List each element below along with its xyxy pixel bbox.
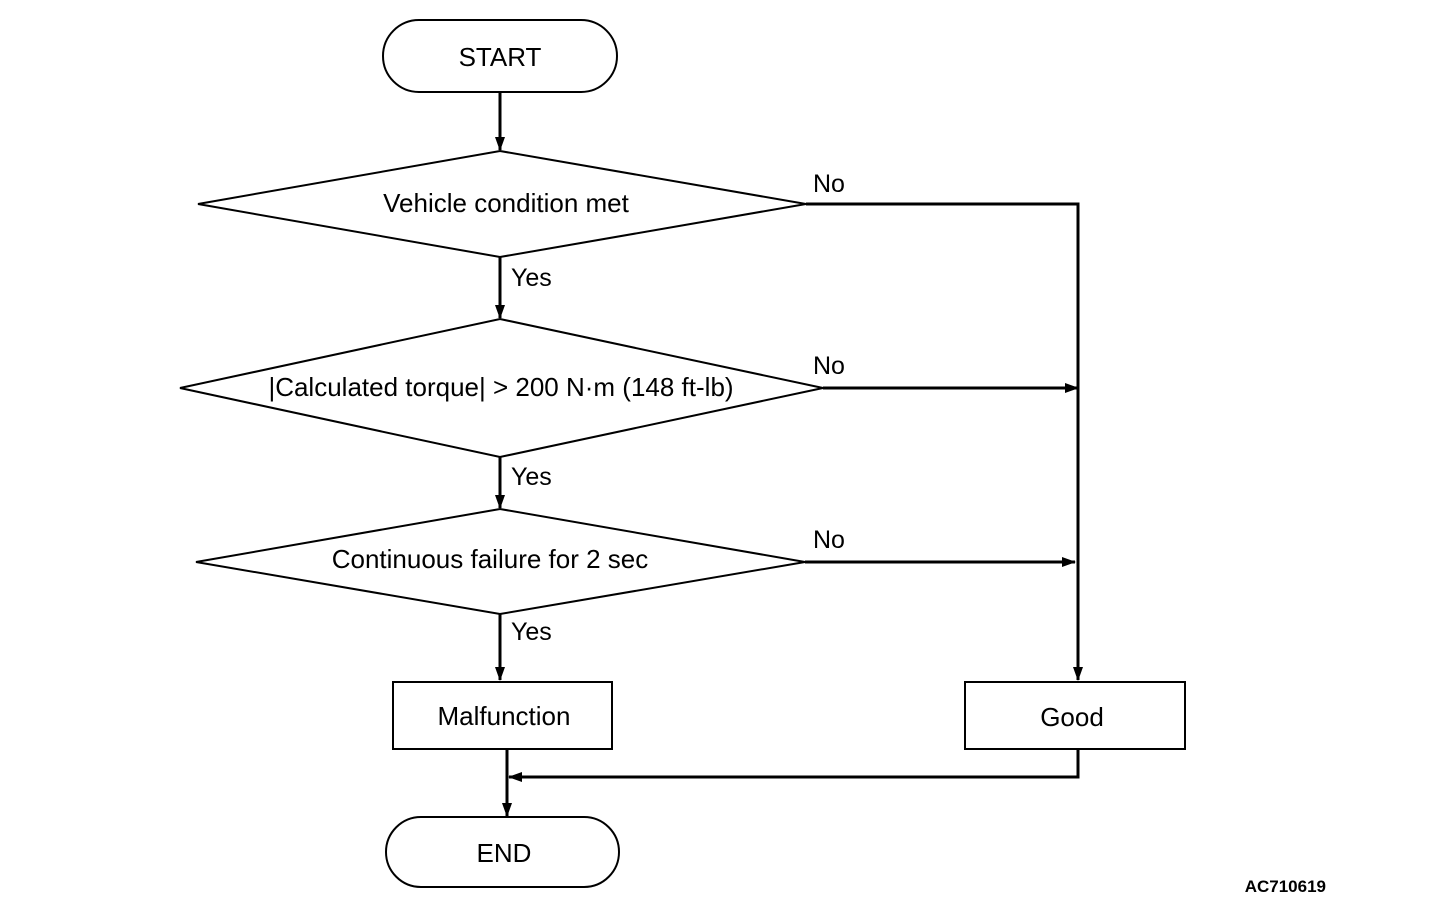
- good-label: Good: [1040, 702, 1104, 732]
- malfunction-label: Malfunction: [438, 701, 571, 731]
- connector-no-1: [806, 202, 1083, 681]
- end-label: END: [477, 838, 532, 868]
- start-label: START: [459, 42, 542, 72]
- figure-code: AC710619: [1245, 877, 1326, 896]
- yes-label-1: Yes: [511, 264, 552, 292]
- good-box: [964, 681, 1186, 750]
- malfunction-box: [392, 681, 613, 750]
- decision-continuous-failure-label: Continuous failure for 2 sec: [332, 544, 649, 574]
- yes-label-2: Yes: [511, 463, 552, 491]
- decision-calculated-torque-label: |Calculated torque| > 200 N·m (148 ft-lb…: [268, 372, 733, 402]
- no-label-2: No: [813, 352, 845, 380]
- decision-vehicle-condition-label: Vehicle condition met: [383, 188, 629, 218]
- no-label-1: No: [813, 170, 845, 198]
- yes-label-3: Yes: [511, 618, 552, 646]
- end-terminator: [385, 816, 620, 888]
- connector-good-to-merge: [508, 749, 1080, 782]
- no-label-3: No: [813, 526, 845, 554]
